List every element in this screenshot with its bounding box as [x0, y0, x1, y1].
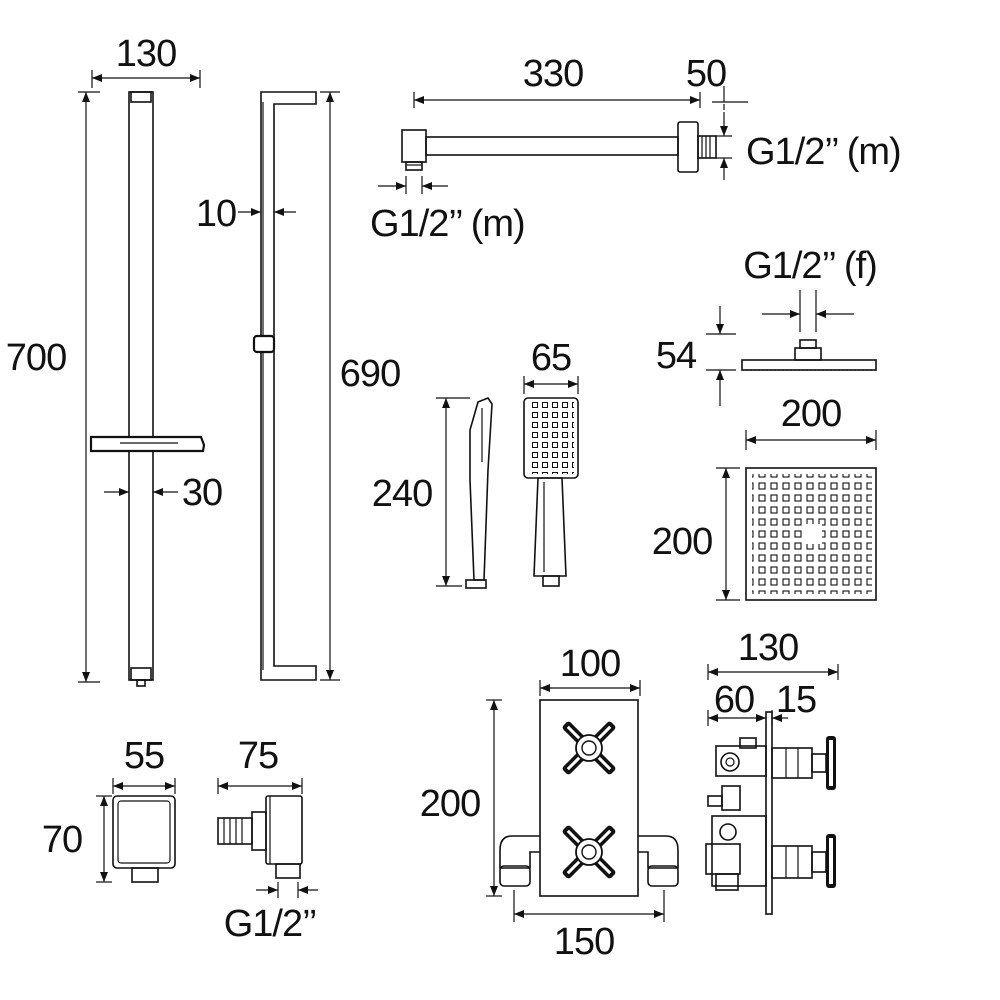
- valve-plate-width-label: 100: [560, 643, 620, 685]
- outlet-width-label: 55: [124, 735, 164, 777]
- dimension-head-thread: G1/2’’ (f): [743, 245, 878, 332]
- overhead-head-face: [745, 467, 877, 601]
- dimension-200-head-height: 200: [652, 467, 740, 601]
- rail-width-label: 130: [116, 33, 176, 75]
- handset-side: [465, 397, 493, 589]
- wall-outlet-side: [217, 795, 303, 879]
- slide-rail-side: [252, 91, 317, 681]
- rail-depth-label: 10: [196, 193, 236, 235]
- arm-thread-out-label: G1/2’’ (m): [746, 131, 901, 173]
- dimension-330-arm: 330: [413, 53, 701, 108]
- handset-length-label: 240: [372, 473, 432, 515]
- dimension-54-head: 54: [656, 306, 736, 406]
- outlet-depth-label: 75: [238, 735, 278, 777]
- dimension-55-outlet: 55: [112, 735, 176, 794]
- dimension-100-plate: 100: [539, 643, 641, 696]
- dimension-arm-thread: G1/2’’ (m): [716, 112, 902, 180]
- valve-depth-label: 130: [738, 627, 798, 669]
- outlet-thread-label: G1/2’’: [224, 903, 317, 945]
- valve-lower-handle: [562, 825, 616, 879]
- dimension-200-valve: 200: [420, 699, 502, 897]
- dimension-10-depth: 10: [196, 193, 296, 235]
- valve-side: [705, 711, 836, 915]
- valve-front: [499, 699, 679, 897]
- dimension-200-head-width: 200: [745, 393, 877, 450]
- handset-width-label: 65: [531, 337, 571, 379]
- dimension-130-rail: 130: [91, 33, 201, 88]
- shower-arm: [401, 121, 717, 173]
- valve-body-label: 60: [714, 679, 754, 721]
- head-depth-label: 54: [656, 335, 697, 377]
- dimension-75-outlet: 75: [217, 735, 303, 794]
- dimension-130-valve-depth: 130: [707, 627, 839, 680]
- valve-height-label: 200: [420, 783, 480, 825]
- dimension-60-valve-body: 60: [707, 679, 766, 726]
- head-width-label: 200: [781, 393, 841, 435]
- dimension-30-tube: 30: [104, 472, 223, 514]
- outlet-height-label: 70: [42, 819, 82, 861]
- head-height-label: 200: [652, 521, 712, 563]
- wall-outlet-front: [112, 795, 176, 883]
- valve-centres-label: 150: [554, 921, 614, 963]
- dimension-70-outlet: 70: [42, 795, 112, 883]
- rail-side-height-label: 690: [340, 353, 400, 395]
- arm-length-label: 330: [523, 53, 583, 95]
- arm-thread-in-label: G1/2’’ (m): [370, 203, 525, 245]
- dimension-700-rail: 700: [6, 91, 100, 683]
- head-thread-label: G1/2’’ (f): [743, 245, 877, 287]
- handset-front: [523, 397, 579, 587]
- dimension-15-valve-handle: 15: [771, 679, 817, 726]
- arm-flange-label: 50: [686, 53, 726, 95]
- dimension-50-flange: 50: [686, 53, 748, 110]
- dimension-65-handset: 65: [523, 337, 579, 394]
- overhead-head-side: [741, 339, 877, 371]
- valve-upper-handle: [562, 721, 616, 775]
- rail-height-label: 700: [6, 337, 66, 379]
- slide-rail-front: [89, 91, 206, 687]
- dimension-240-handset: 240: [372, 397, 470, 587]
- dimension-150-centres: 150: [513, 890, 665, 963]
- valve-handle-label: 15: [776, 679, 816, 721]
- dimension-outlet-thread: G1/2’’: [224, 882, 318, 945]
- dimension-arm-inlet-thread: G1/2’’ (m): [370, 176, 526, 245]
- tube-label: 30: [182, 472, 222, 514]
- dimension-690-rail: 690: [320, 91, 401, 681]
